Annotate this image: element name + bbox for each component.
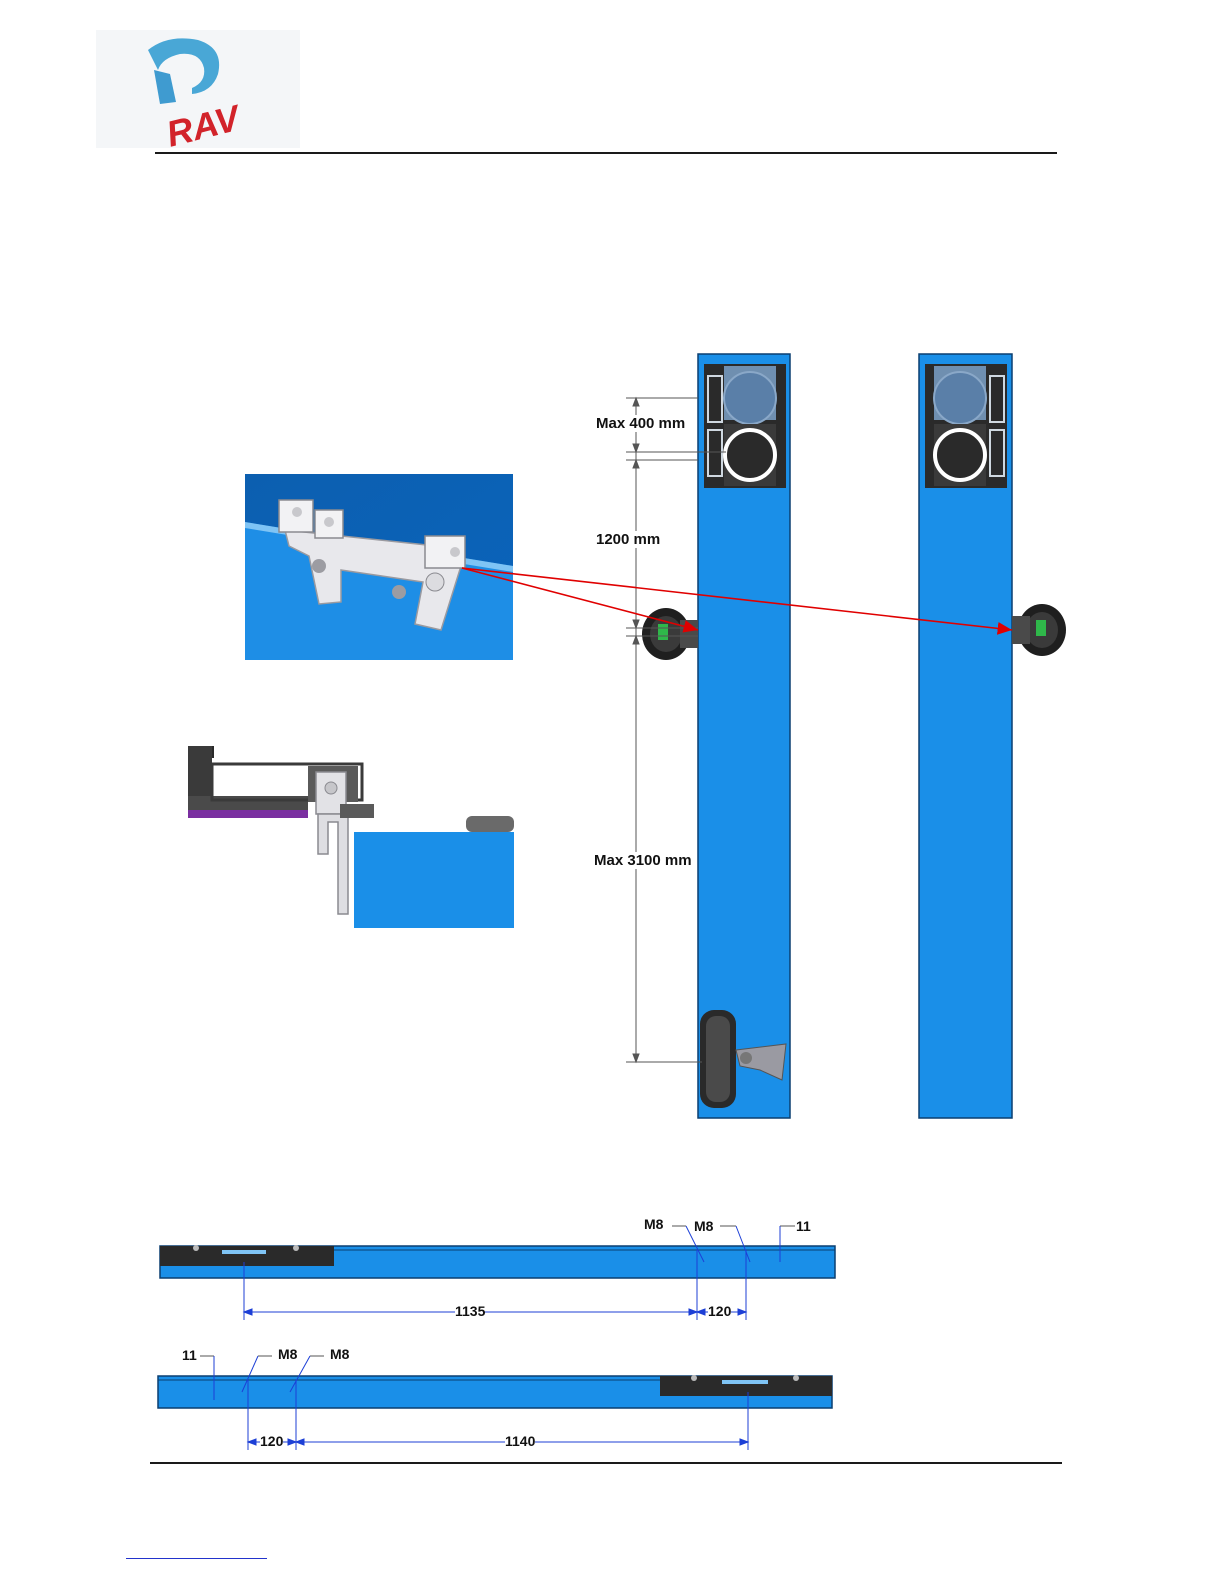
runway-section bbox=[354, 832, 514, 928]
plan-bottom-pitch-label: 120 bbox=[260, 1433, 283, 1449]
max-top-label: Max 400 mm bbox=[596, 415, 685, 432]
header-rule bbox=[155, 152, 1057, 154]
rav-logo-icon: RAV bbox=[96, 30, 300, 148]
logo: RAV bbox=[96, 30, 300, 148]
footer-link-underline bbox=[126, 1558, 267, 1559]
plan-top-thread-label: M8 bbox=[644, 1216, 663, 1232]
plan-top-offset-label: 11 bbox=[796, 1218, 811, 1234]
plan-top-thread-label: M8 bbox=[694, 1218, 713, 1234]
bracket-detail-view bbox=[245, 474, 513, 660]
plan-top-pitch-label: 120 bbox=[708, 1303, 731, 1319]
plan-bottom-thread-label: M8 bbox=[330, 1346, 349, 1362]
plan-view-top bbox=[150, 1210, 850, 1330]
plan-bottom-span-label: 1140 bbox=[505, 1433, 535, 1449]
plan-bottom-thread-label: M8 bbox=[278, 1346, 297, 1362]
turntable-plate bbox=[160, 1246, 334, 1266]
plan-view-bottom bbox=[150, 1340, 850, 1460]
runway-elevation bbox=[580, 346, 1080, 1126]
plan-top-span-label: 1135 bbox=[455, 1303, 485, 1319]
footer-rule bbox=[150, 1462, 1062, 1464]
left-sensor-head bbox=[642, 608, 698, 660]
right-turntables bbox=[925, 364, 1007, 488]
left-turntables bbox=[704, 364, 786, 488]
middle-span-label: 1200 mm bbox=[596, 531, 660, 548]
screw-icon bbox=[312, 559, 326, 573]
cross-section-view bbox=[188, 744, 514, 930]
plan-bottom-offset-label: 11 bbox=[182, 1347, 197, 1363]
screw-icon bbox=[392, 585, 406, 599]
right-sensor-head bbox=[1012, 604, 1066, 656]
max-bottom-label: Max 3100 mm bbox=[594, 852, 692, 869]
turntable-plate bbox=[660, 1376, 832, 1396]
